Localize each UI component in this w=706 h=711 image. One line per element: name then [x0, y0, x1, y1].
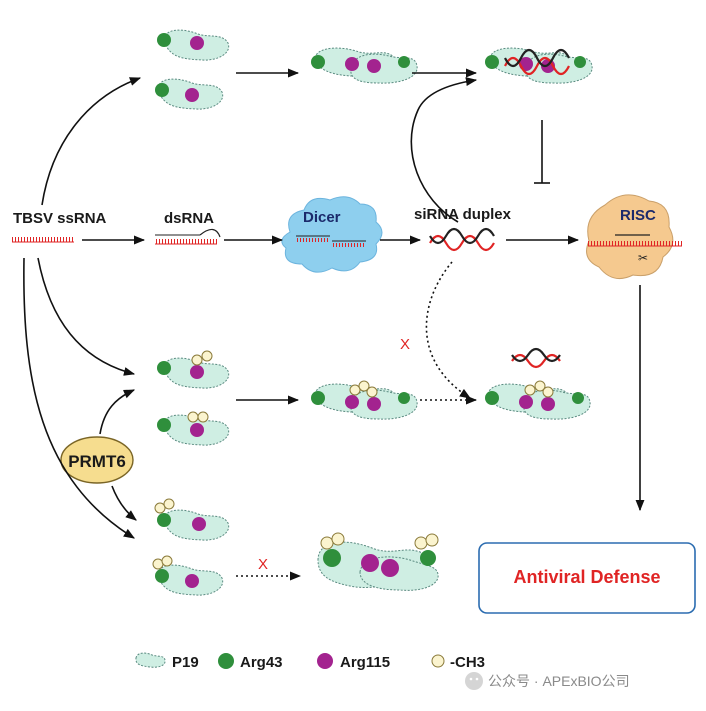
p19-dimer-top: [311, 47, 418, 84]
prmt6-label: PRMT6: [68, 452, 126, 471]
p19-methylated-43-monomer-1: [157, 350, 230, 389]
dicer-label: Dicer: [303, 209, 341, 226]
dsrna-label: dsRNA: [164, 210, 214, 227]
arg115-dot-icon: [317, 653, 333, 669]
blocked-mark-sirna: X: [400, 336, 410, 353]
watermark-text: 公众号 · APExBIO公司: [488, 673, 630, 689]
p19-dimer-methylated-43: [317, 532, 439, 591]
p19-methylated-115-monomer-2: [157, 411, 230, 446]
legend-label-ch3: -CH3: [450, 654, 485, 671]
p19-dimer-sirna-complex-top: [485, 47, 593, 84]
legend-label-arg115: Arg115: [340, 654, 390, 671]
legend-label-arg43: Arg43: [240, 654, 283, 671]
p19-protein-icon: [135, 652, 166, 668]
sirna-duplex-label: siRNA duplex: [414, 206, 512, 223]
p19-monomer-top-1: [157, 29, 230, 61]
sirna-duplex: [429, 227, 495, 252]
legend-label-p19: P19: [172, 654, 199, 671]
p19-monomer-top-2: [155, 78, 224, 110]
sirna-duplex-unbound: [511, 347, 561, 369]
risc-label: RISC: [620, 207, 656, 224]
dicer-enzyme: Dicer: [281, 196, 383, 273]
methyl-group-icon: [431, 654, 445, 668]
p19-dimer-methylated-released: [485, 380, 591, 420]
pathway-arrows: [23, 68, 645, 581]
risc-complex: RISC ✂: [586, 194, 682, 280]
tbsv-ssrna-strand: [12, 237, 74, 243]
blocked-mark-dimer: X: [258, 556, 268, 573]
p19-methylated-43-monomer-4: [152, 555, 224, 596]
antiviral-defense-label: Antiviral Defense: [513, 567, 660, 587]
tbsv-label: TBSV ssRNA: [13, 210, 107, 227]
p19-dimer-methylated: [311, 380, 418, 420]
antiviral-defense-box: Antiviral Defense: [478, 542, 696, 614]
scissors-icon: ✂: [638, 251, 648, 265]
watermark: 公众号 · APExBIO公司: [465, 672, 630, 690]
legend: P19 Arg43 Arg115 -CH3: [135, 652, 485, 671]
p19-methylated-43-monomer-3: [154, 498, 230, 541]
arg43-dot-icon: [218, 653, 234, 669]
prmt6-enzyme: PRMT6: [60, 436, 134, 484]
dsrna-hairpin: [155, 228, 221, 245]
wechat-icon: [465, 672, 483, 690]
